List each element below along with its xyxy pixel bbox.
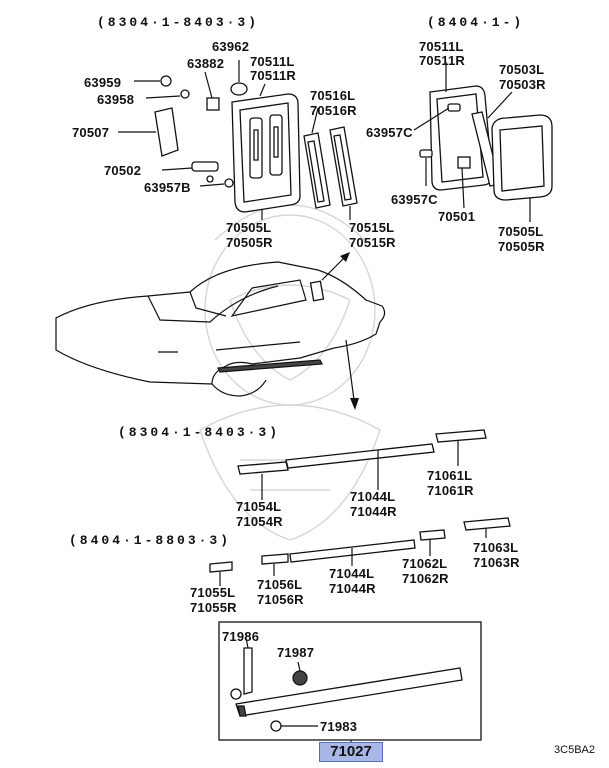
part-label: 71063L [473, 540, 519, 555]
part-label: 63882 [187, 56, 225, 71]
part-label: 71987 [277, 645, 315, 660]
pointer-arrows [321, 252, 359, 410]
part-label: 70501 [438, 209, 476, 224]
top-right-parts [413, 62, 553, 222]
part-label: 70505R [498, 239, 545, 254]
part-label: 71986 [222, 629, 260, 644]
part-label: 71055L [190, 585, 236, 600]
part-label: 70511L [419, 39, 464, 54]
range-header-lower: (8404·1-8803·3) [69, 533, 232, 548]
part-label: 71062R [402, 571, 449, 586]
range-header-top-left: (8304·1-8403·3) [97, 15, 260, 30]
part-label: 70511L [250, 54, 295, 69]
part-label: 63962 [212, 39, 250, 54]
part-label: 71063R [473, 555, 520, 570]
part-label: 70505L [498, 224, 544, 239]
part-label: 70516R [310, 103, 357, 118]
range-header-top-right: (8404·1-) [427, 15, 525, 30]
part-label: 63957C [391, 192, 438, 207]
lower-molding-parts [209, 517, 511, 586]
part-label: 70505R [226, 235, 273, 250]
part-label: 71055R [190, 600, 237, 615]
range-header-mid: (8304·1-8403·3) [118, 425, 281, 440]
part-label: 63959 [84, 75, 122, 90]
mid-molding-parts [237, 429, 487, 500]
part-label: 71983 [320, 719, 358, 734]
part-label: 70507 [72, 125, 110, 140]
part-label: 71044R [329, 581, 376, 596]
part-label: 71061L [427, 468, 473, 483]
part-label: 70511R [250, 68, 297, 83]
top-left-parts [118, 60, 358, 220]
diagram-code: 3C5BA2 [554, 744, 595, 756]
part-label: 71061R [427, 483, 474, 498]
part-label: 71056L [257, 577, 303, 592]
part-label: 70505L [226, 220, 272, 235]
part-label: 71062L [402, 556, 448, 571]
part-label: 71044L [329, 566, 375, 581]
part-label: 71056R [257, 592, 304, 607]
part-label: 70511R [419, 53, 466, 68]
part-label: 70515L [349, 220, 395, 235]
part-label: 70515R [349, 235, 396, 250]
part-label: 70503L [499, 62, 545, 77]
part-label: 63958 [97, 92, 135, 107]
part-label: 70516L [310, 88, 356, 103]
part-label: 63957B [144, 180, 191, 195]
part-label: 70502 [104, 163, 142, 178]
part-label: 70503R [499, 77, 546, 92]
part-label: 71054R [236, 514, 283, 529]
car-outline [55, 261, 386, 397]
part-label: 71044L [350, 489, 396, 504]
part-label: 71044R [350, 504, 397, 519]
part-label: 63957C [366, 125, 413, 140]
part-label: 71054L [236, 499, 282, 514]
kit-71027-box [218, 621, 482, 744]
part-71027-link[interactable]: 71027 [319, 742, 383, 762]
